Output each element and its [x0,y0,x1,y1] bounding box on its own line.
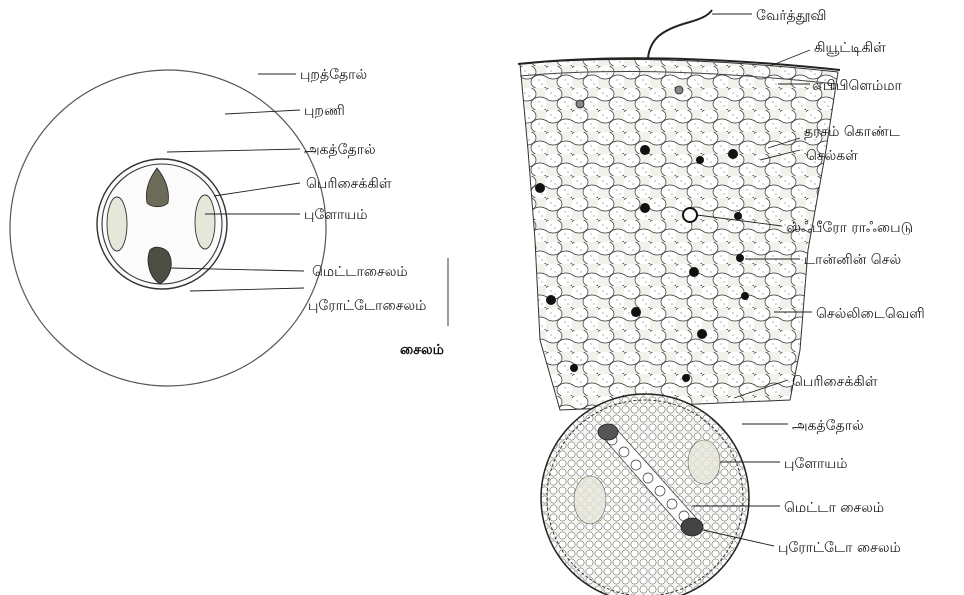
label-starch-cells-line2: செல்கள் [806,148,858,164]
tannin-cell [535,183,545,193]
right-root-diagram: வேர்த்தூவி கியூட்டிகிள் எபிபிளெம்மா தரசம… [518,8,925,595]
label-endodermis: அகத்தோல் [304,142,376,158]
label-metaxylem: மெட்டாசைலம் [312,264,408,280]
tannin-cell [736,254,744,262]
label-phloem-right: புளோயம் [784,456,848,472]
tannin-cell [741,292,749,300]
tannin-cell [546,295,556,305]
label-xylem: சைலம் [400,342,444,358]
label-pericycle-right: பெரிசைக்கிள் [792,374,878,390]
label-sphaeraphides: ஸ்ஃபீரோ ராஃபைடு [786,220,913,236]
tannin-cell [631,307,641,317]
label-endodermis-right: அகத்தோல் [792,418,864,434]
protoxylem-upper [598,424,618,440]
label-protoxylem-right: புரோட்டோ சைலம் [778,540,901,556]
tannin-cell [728,149,738,159]
label-tannin-cell: டான்னின் செல் [804,252,901,268]
label-protoxylem: புரோட்டோசைலம் [308,298,426,314]
label-epiblema: எபிபிளெம்மா [812,78,903,94]
label-metaxylem-right: மெட்டா சைலம் [784,500,884,516]
tannin-cell [689,267,699,277]
tannin-cell [697,329,707,339]
starch-cell [675,86,683,94]
label-intercellular-space: செல்லிடைவெளி [816,306,925,322]
label-phloem: புளோயம் [304,207,368,223]
starch-cell [576,100,584,108]
left-phloem-right [195,195,215,249]
label-cuticle: கியூட்டிகிள் [814,40,886,56]
tannin-cell [640,203,650,213]
phloem-patch [688,440,720,484]
label-cortex: புறணி [304,103,345,119]
tannin-cell [570,364,578,372]
tannin-cell [682,374,690,382]
label-epidermis: புறத்தோல் [300,67,367,83]
label-starch-cells-line1: தரசம் கொண்ட [804,124,900,140]
tannin-cell [734,212,742,220]
tannin-cell [696,156,704,164]
tannin-cell [640,145,650,155]
sphaeraphide-crystal [683,208,697,222]
root-hair [648,10,712,58]
phloem-patch [574,476,606,524]
label-pericycle: பெரிசைக்கிள் [306,176,392,192]
stele-pericycle [541,394,749,595]
left-phloem-left [107,197,127,251]
label-root-hair: வேர்த்தூவி [756,8,826,24]
left-root-diagram: புறத்தோல் புறணி அகத்தோல் பெரிசைக்கிள் பு… [10,67,448,386]
protoxylem-lower [681,518,703,536]
